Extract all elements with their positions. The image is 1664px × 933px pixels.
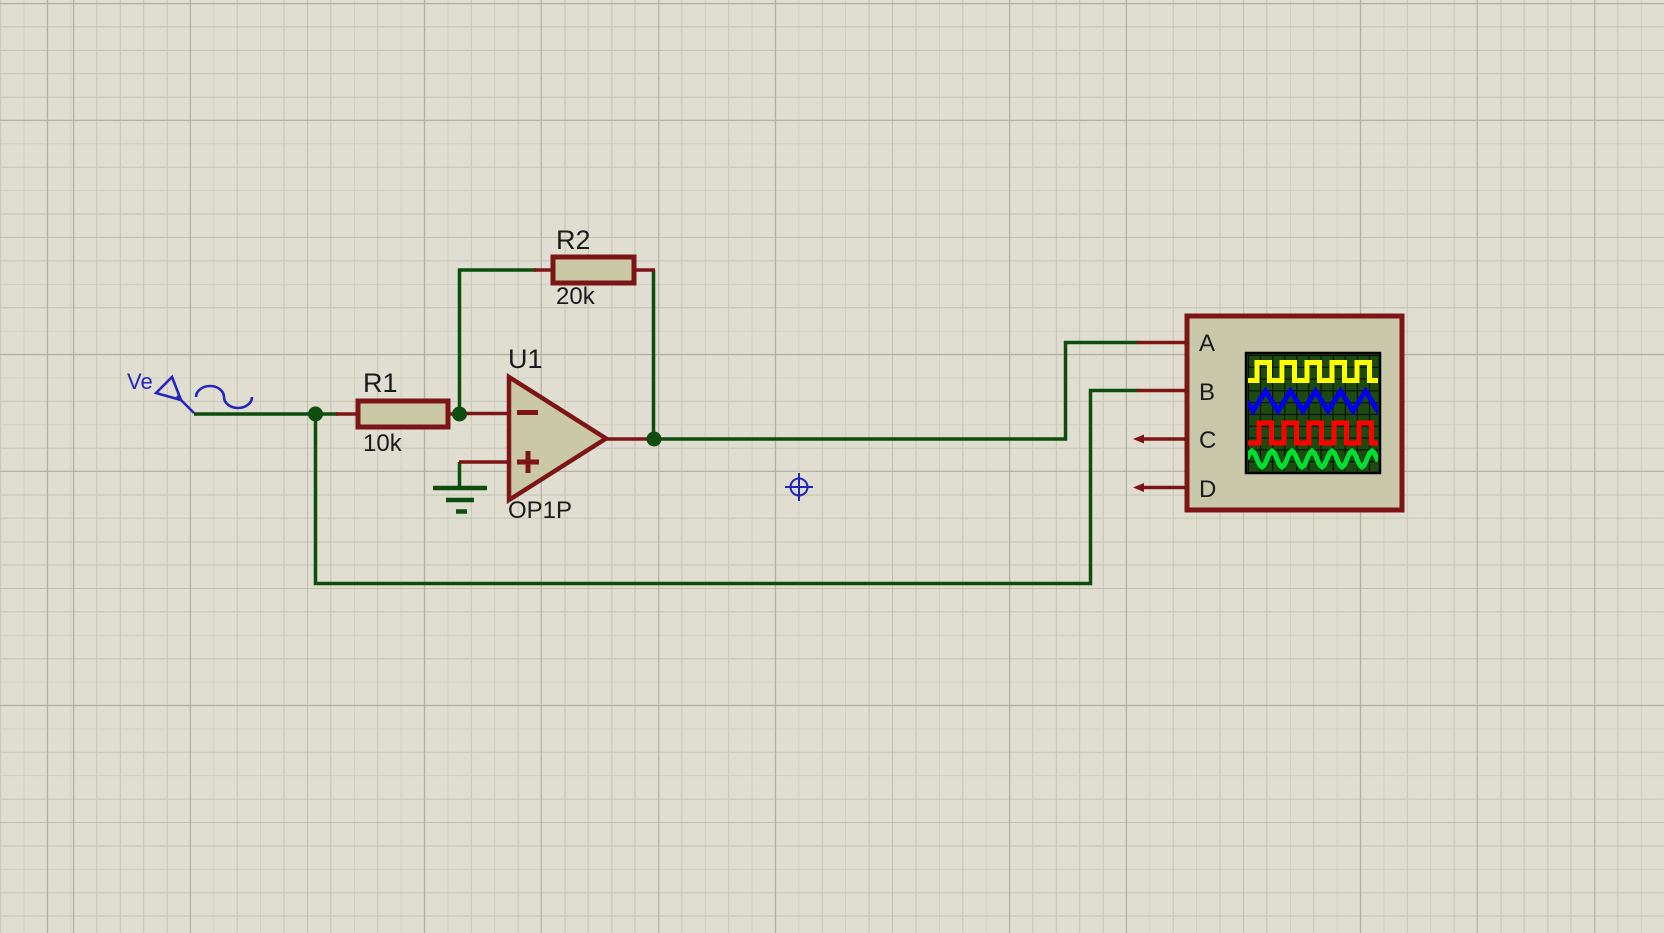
wire-input-loop-to-channel-b[interactable]	[313, 388, 1139, 586]
junction-dot	[646, 431, 662, 447]
wire-feedback-left[interactable]	[457, 268, 537, 414]
resistor-r1[interactable]: R1 10k	[355, 368, 451, 457]
resistor-ref[interactable]: R1	[363, 368, 398, 398]
wire-output-to-channel-a[interactable]	[647, 340, 1138, 441]
trace-channel-c	[1248, 420, 1378, 446]
junction-dots	[308, 406, 662, 447]
opamp-u1[interactable]: U1 OP1P	[506, 344, 611, 524]
probe-icon	[153, 374, 195, 414]
opamp-model[interactable]: OP1P	[508, 497, 572, 524]
ground-symbol[interactable]	[433, 485, 487, 514]
oscilloscope-screen	[1244, 351, 1382, 475]
resistor-value[interactable]: 20k	[556, 283, 596, 310]
resistor-ref[interactable]: R2	[556, 225, 591, 255]
origin-crosshair-icon	[785, 473, 813, 501]
opamp-body[interactable]	[506, 372, 611, 505]
trace-channel-b	[1248, 386, 1378, 416]
junction-dot	[452, 406, 467, 422]
trace-channel-a	[1248, 360, 1378, 383]
junction-dot	[308, 406, 323, 422]
resistor-body[interactable]	[550, 254, 637, 286]
trace-channel-d	[1248, 447, 1378, 471]
opamp-ref[interactable]: U1	[508, 344, 543, 374]
wiring	[194, 268, 1189, 586]
signal-generator-ve[interactable]: Ve	[127, 369, 254, 414]
resistor-value[interactable]: 10k	[363, 430, 403, 457]
channel-label-b: B	[1199, 379, 1215, 406]
noninverting-input-symbol	[517, 451, 539, 473]
unconnected-pin-arrow-d	[1133, 483, 1144, 492]
generator-label[interactable]: Ve	[127, 369, 153, 394]
oscilloscope[interactable]: A B C D	[1184, 313, 1409, 513]
channel-label-d: D	[1199, 476, 1216, 503]
channel-label-c: C	[1199, 427, 1216, 454]
resistor-body[interactable]	[355, 398, 451, 430]
channel-label-a: A	[1199, 330, 1215, 357]
resistor-r2[interactable]: R2 20k	[550, 225, 637, 310]
sine-wave-icon	[194, 384, 254, 410]
screen-traces	[1248, 360, 1378, 471]
unconnected-pin-arrow-c	[1133, 434, 1144, 444]
